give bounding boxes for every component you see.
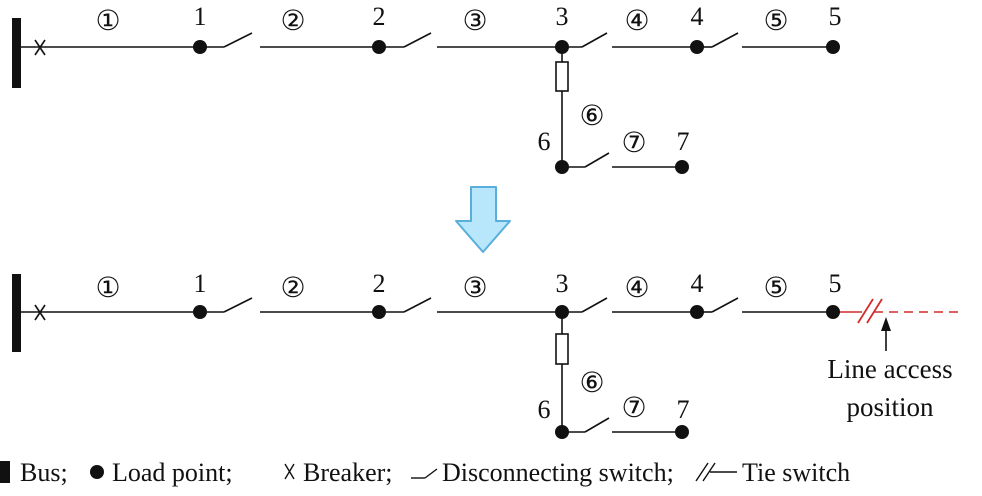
node-label: 2 <box>373 2 386 31</box>
legend: Bus; Load point; Breaker; Disconnecting … <box>0 458 850 487</box>
load-point-node <box>555 305 569 319</box>
bus-bar <box>12 274 21 352</box>
section-label: ④ <box>624 273 649 304</box>
legend-bus: Bus; <box>20 458 68 487</box>
section-label: ② <box>280 273 305 304</box>
node-label: 1 <box>194 2 207 31</box>
disconnect-switch <box>581 297 608 313</box>
section-label: ⑦ <box>621 128 646 159</box>
node-label: 3 <box>556 2 569 31</box>
disconnect-switch <box>584 417 610 433</box>
annotation-line-access: Line access <box>827 354 952 384</box>
node-label: 6 <box>538 127 551 156</box>
disconnect-switch <box>223 297 253 313</box>
node-label: 5 <box>829 269 842 298</box>
section-label: ⑥ <box>579 101 604 132</box>
tie-switch-icon <box>857 298 883 324</box>
node-label: 4 <box>691 269 704 298</box>
disconnect-switch <box>403 32 432 48</box>
disconnect-switch <box>581 32 608 48</box>
load-point-node <box>193 40 207 54</box>
breaker-icon <box>34 304 46 321</box>
load-point-node <box>675 425 689 439</box>
disconnect-switch <box>584 152 610 168</box>
section-label: ③ <box>462 6 487 37</box>
bus-legend-icon <box>0 461 10 483</box>
top-network: 1 2 3 4 5 6 7 ① ② ③ ④ ⑤ ⑥ ⑦ <box>12 2 842 174</box>
legend-load-point: Load point; <box>112 458 233 487</box>
bottom-network: 1 2 3 4 5 6 7 ① ② ③ ④ ⑤ ⑥ ⑦ Line access … <box>12 269 962 439</box>
fuse-icon <box>555 333 569 365</box>
section-label: ⑥ <box>579 368 604 399</box>
node-label: 4 <box>691 2 704 31</box>
node-label: 3 <box>556 269 569 298</box>
up-arrow-icon <box>881 317 891 351</box>
section-label: ⑤ <box>763 273 788 304</box>
node-label: 6 <box>538 395 551 424</box>
load-point-node <box>193 305 207 319</box>
disconnect-switch <box>711 297 739 313</box>
load-point-node <box>555 160 569 174</box>
disconnect-switch <box>403 297 432 313</box>
breaker-icon <box>34 39 46 56</box>
breaker-legend-icon <box>284 463 295 480</box>
load-point-node <box>675 160 689 174</box>
section-label: ⑦ <box>621 393 646 424</box>
section-label: ⑤ <box>763 6 788 37</box>
legend-tie-switch: Tie switch <box>742 458 850 487</box>
node-label: 7 <box>677 395 690 424</box>
tie-switch-legend-icon <box>695 462 737 482</box>
legend-breaker: Breaker; <box>303 458 393 487</box>
legend-disconnecting-switch: Disconnecting switch; <box>442 458 674 487</box>
down-arrow-icon <box>455 186 511 253</box>
disconnect-switch <box>711 32 739 48</box>
section-label: ② <box>280 6 305 37</box>
section-label: ① <box>95 6 120 37</box>
load-point-node <box>372 40 386 54</box>
node-label: 1 <box>194 269 207 298</box>
section-label: ① <box>95 273 120 304</box>
load-point-node <box>826 305 840 319</box>
annotation-position: position <box>846 392 934 422</box>
disconnect-switch-legend-icon <box>411 468 438 479</box>
load-point-node <box>826 40 840 54</box>
node-label: 2 <box>373 269 386 298</box>
disconnect-switch <box>223 32 253 48</box>
load-point-node <box>555 425 569 439</box>
load-point-node <box>690 305 704 319</box>
bus-bar <box>12 18 21 88</box>
load-point-legend-icon <box>90 465 104 479</box>
load-point-node <box>690 40 704 54</box>
node-label: 5 <box>829 2 842 31</box>
section-label: ④ <box>624 6 649 37</box>
section-label: ③ <box>462 273 487 304</box>
load-point-node <box>555 40 569 54</box>
load-point-node <box>372 305 386 319</box>
fuse-icon <box>555 61 569 92</box>
node-label: 7 <box>677 127 690 156</box>
